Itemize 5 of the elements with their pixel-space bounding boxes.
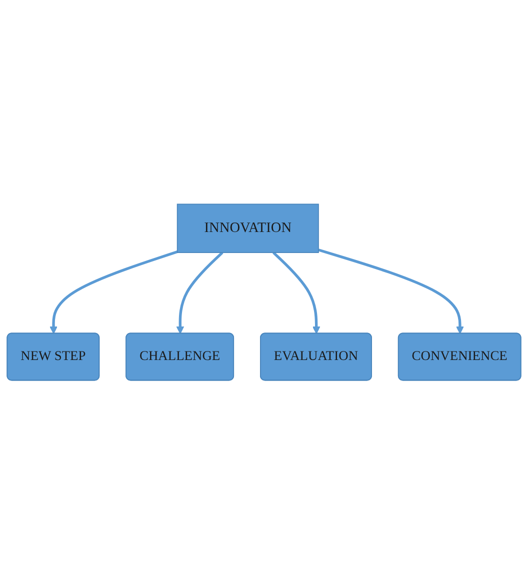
arrow [176, 251, 224, 334]
arrow [50, 250, 178, 334]
arrow [318, 248, 464, 334]
node-box: INNOVATION [176, 204, 319, 253]
arrow [272, 251, 320, 334]
